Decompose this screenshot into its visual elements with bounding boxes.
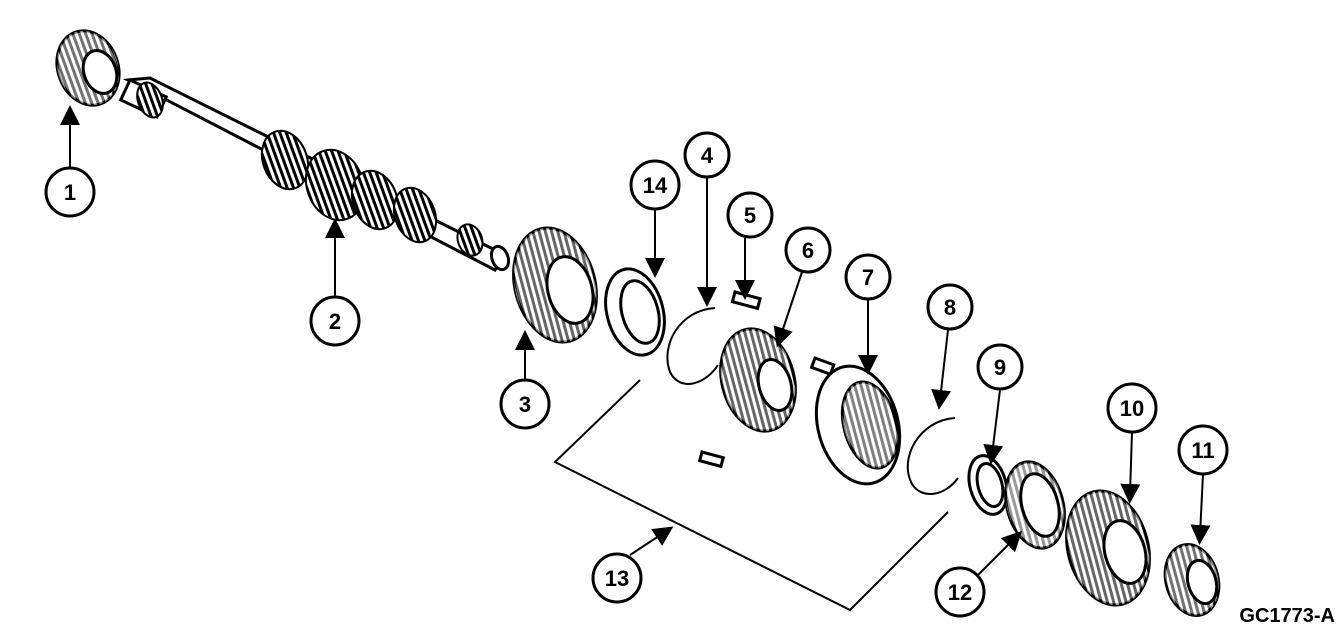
callout-label: 3	[519, 392, 531, 417]
callout-label: 11	[1191, 438, 1214, 463]
callout-label: 5	[744, 203, 756, 228]
callout-label: 12	[948, 580, 972, 605]
callout-label: 14	[643, 173, 668, 198]
part-gear-10	[1065, 489, 1151, 607]
part-snap-ring-4	[666, 307, 719, 385]
part-synchro-ring-12	[1004, 460, 1066, 550]
part-synchro-hub-6	[697, 327, 836, 469]
callout-13: 13	[591, 552, 643, 604]
callout-label: 6	[802, 238, 814, 263]
leader-arrows	[60, 105, 1211, 576]
callout-label: 9	[994, 355, 1006, 380]
part-synchro-ring-14	[604, 267, 666, 357]
callout-3: 3	[499, 378, 551, 430]
callout-8: 8	[926, 283, 974, 331]
part-snap-ring-8	[906, 417, 959, 496]
callout-9: 9	[976, 343, 1024, 391]
callout-4: 4	[683, 131, 731, 179]
callout-5: 5	[726, 191, 774, 239]
callout-12: 12	[934, 566, 986, 618]
part-key-5	[730, 290, 762, 311]
figure-code: GC1773-A	[1239, 605, 1335, 627]
callout-label: 2	[329, 309, 341, 334]
part-sleeve-7	[814, 364, 902, 486]
callout-label: 7	[862, 265, 874, 290]
callout-10: 10	[1106, 382, 1158, 434]
callout-1: 1	[44, 166, 96, 218]
callout-2: 2	[309, 295, 361, 347]
part-gear-3	[512, 226, 598, 344]
callout-11: 11	[1177, 424, 1229, 476]
part-main-shaft	[118, 76, 511, 272]
callout-7: 7	[844, 253, 892, 301]
callout-14: 14	[629, 159, 681, 211]
callout-label: 8	[944, 295, 956, 320]
callout-label: 4	[701, 143, 714, 168]
bracket-13	[553, 379, 949, 612]
part-bearing-left	[55, 29, 121, 107]
callout-label: 1	[64, 180, 76, 205]
callout-label: 13	[605, 566, 629, 591]
part-bearing-right	[1163, 543, 1221, 617]
callout-label: 10	[1120, 396, 1144, 421]
callout-6: 6	[784, 226, 832, 274]
